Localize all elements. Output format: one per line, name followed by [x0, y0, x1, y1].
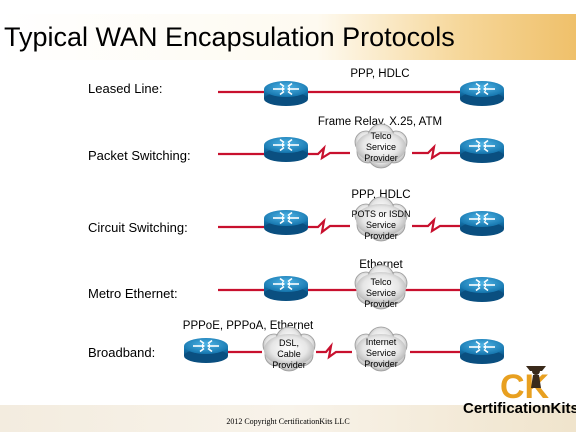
- cloud-label: Service: [366, 348, 396, 358]
- logo-mark: CK: [500, 368, 550, 402]
- cloud-label: DSL,: [279, 338, 299, 348]
- row-leased-line: Leased Line: PPP, HDLC: [88, 68, 505, 107]
- protocol-label: Frame Relay, X.25, ATM: [318, 116, 442, 128]
- router-icon: [263, 209, 309, 236]
- link-line: [412, 216, 482, 234]
- row-broadband: Broadband: PPPoE, PPPoA, Ethernet DSL, C…: [88, 320, 505, 372]
- cloud-label: Provider: [272, 360, 306, 370]
- cloud-label: Cable: [277, 349, 301, 359]
- router-icon: [459, 276, 505, 303]
- protocol-label: PPPoE, PPPoA, Ethernet: [183, 320, 314, 332]
- logo-text: CertificationKits: [463, 400, 576, 417]
- router-icon: [183, 337, 229, 364]
- cloud-label: Telco: [370, 131, 391, 141]
- page-title: Typical WAN Encapsulation Protocols: [4, 22, 455, 52]
- row-metro-ethernet: Metro Ethernet: Ethernet Telco Service P…: [88, 259, 505, 310]
- link-line: [316, 342, 352, 360]
- router-icon: [263, 136, 309, 163]
- cloud-label: Service: [366, 288, 396, 298]
- row-label: Leased Line:: [88, 81, 162, 96]
- row-packet-switching: Packet Switching: Frame Relay, X.25, ATM…: [88, 116, 505, 169]
- router-icon: [459, 80, 505, 107]
- protocol-label: PPP, HDLC: [350, 68, 409, 80]
- cloud-label: Provider: [364, 153, 398, 163]
- protocol-label: PPP, HDLC: [351, 189, 410, 201]
- router-icon: [459, 338, 505, 365]
- row-label: Broadband:: [88, 345, 155, 360]
- cloud-label: Provider: [364, 231, 398, 241]
- cloud-label: Provider: [364, 299, 398, 309]
- title-band: [0, 14, 576, 60]
- router-icon: [263, 80, 309, 107]
- router-icon: [459, 137, 505, 164]
- router-icon: [263, 275, 309, 302]
- cloud-label: Provider: [364, 359, 398, 369]
- cloud-label: Telco: [370, 277, 391, 287]
- certificationkits-logo-icon: CK: [500, 366, 550, 402]
- link-line: [412, 143, 482, 161]
- cloud-label: POTS or ISDN: [351, 209, 410, 219]
- cloud-label: Service: [366, 220, 396, 230]
- row-circuit-switching: Circuit Switching: PPP, HDLC POTS or ISD…: [88, 189, 505, 242]
- cloud-label: Internet: [366, 337, 397, 347]
- row-label: Circuit Switching:: [88, 220, 188, 235]
- router-icon: [459, 210, 505, 237]
- row-label: Packet Switching:: [88, 148, 191, 163]
- row-label: Metro Ethernet:: [88, 286, 178, 301]
- footer-bar: [0, 405, 576, 432]
- cloud-label: Service: [366, 142, 396, 152]
- copyright-text: 2012 Copyright CertificationKits LLC: [226, 417, 350, 426]
